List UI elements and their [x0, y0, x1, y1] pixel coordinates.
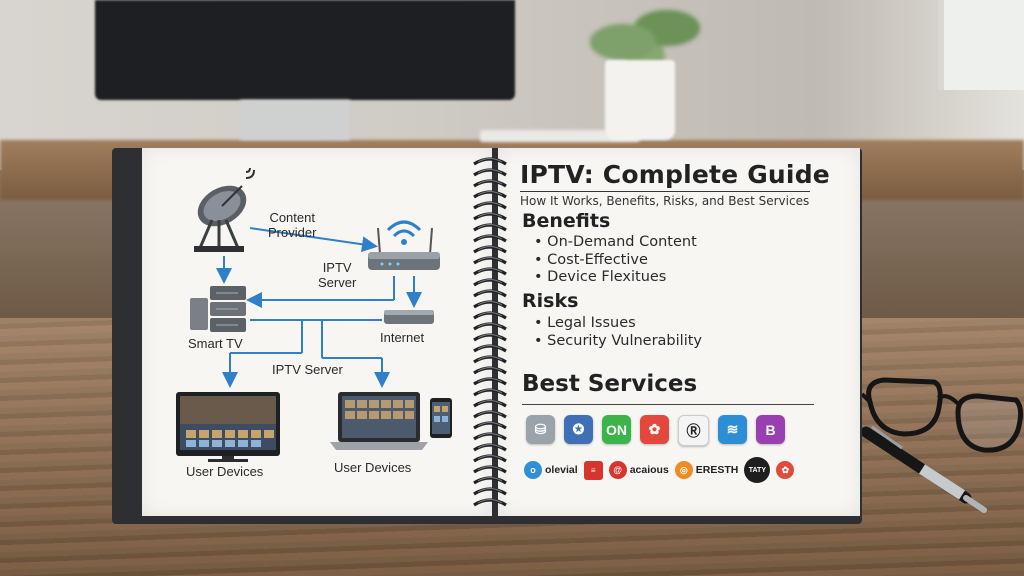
service-logo-text: acaious — [629, 464, 669, 476]
guide-title: IPTV: Complete Guide — [520, 160, 830, 189]
background-window — [938, 0, 1024, 90]
service-logo-mark-icon: TATY — [744, 457, 771, 483]
user-devices-label-left: User Devices — [186, 464, 264, 479]
background-keyboard — [480, 130, 640, 142]
spiral-ring-highlight — [477, 169, 503, 174]
spiral-ring-highlight — [477, 180, 503, 185]
smartphone-icon — [430, 398, 452, 438]
service-logo-text: ERESTH — [695, 464, 739, 476]
user-devices-label-right: User Devices — [334, 460, 412, 475]
spiral-ring-highlight — [477, 356, 503, 361]
smart-tv-label: Smart TV — [188, 336, 243, 351]
content-provider-label: Content Provider — [268, 210, 317, 240]
service-logo: ◎ERESTH — [674, 461, 739, 479]
service-logo-text: olevial — [545, 464, 578, 476]
laptop-icon — [330, 392, 428, 450]
spiral-ring-highlight — [477, 334, 503, 339]
on-icon: ON — [602, 415, 631, 444]
spiral-ring-highlight — [477, 411, 503, 416]
service-logo-mark-icon: ≡ — [583, 460, 603, 480]
spiral-notebook: Content Provider IPTV Server Smart TV In… — [112, 148, 862, 524]
spiral-ring-highlight — [477, 235, 503, 240]
spiral-ring-highlight — [477, 279, 503, 284]
benefit-item: Cost-Effective — [534, 252, 648, 268]
satellite-dish-icon — [194, 167, 255, 252]
spiral-binding — [473, 157, 507, 507]
iptv-server-label-mid: IPTV Server — [272, 362, 343, 377]
best-services-underline — [522, 404, 814, 405]
plant-leaves — [590, 0, 700, 70]
title-underline — [520, 191, 810, 192]
iptv-server-label-top: IPTV Server — [318, 260, 357, 290]
internet-box-icon — [384, 310, 434, 324]
best-services-heading: Best Services — [522, 371, 698, 397]
service-logo: TATY — [744, 457, 771, 483]
spiral-ring-highlight — [477, 422, 503, 427]
spiral-ring-highlight — [477, 499, 503, 504]
spiral-ring-highlight — [477, 246, 503, 251]
spiral-ring-highlight — [477, 301, 503, 306]
diagram-drawing — [176, 167, 452, 462]
spiral-ring-highlight — [477, 488, 503, 493]
spiral-ring-highlight — [477, 455, 503, 460]
spiral-ring-highlight — [477, 345, 503, 350]
spiral-ring-highlight — [477, 290, 503, 295]
risks-heading: Risks — [522, 290, 579, 312]
background-monitor — [95, 0, 515, 100]
benefits-heading: Benefits — [522, 210, 611, 232]
risk-item: Security Vulnerability — [534, 333, 702, 349]
spiral-ring-highlight — [477, 257, 503, 262]
internet-label: Internet — [380, 330, 425, 345]
server-stack-icon — [190, 286, 246, 332]
service-logo: ✿ — [776, 461, 795, 479]
spiral-ring-highlight — [477, 202, 503, 207]
spiral-ring-highlight — [477, 444, 503, 449]
service-logo: ≡ — [583, 460, 603, 480]
b-icon: B — [756, 415, 785, 444]
benefit-item: Device Flexitues — [534, 269, 666, 285]
guide-subtitle: How It Works, Benefits, Risks, and Best … — [520, 194, 810, 208]
spiral-ring-highlight — [477, 378, 503, 383]
service-logo: @acaious — [608, 461, 669, 479]
spiral-ring-highlight — [477, 389, 503, 394]
eyeglasses — [862, 377, 1024, 453]
risk-item: Legal Issues — [534, 315, 636, 331]
chat-icon: ≋ — [718, 415, 747, 444]
spiral-ring-highlight — [477, 224, 503, 229]
spiral-ring-highlight — [477, 433, 503, 438]
spiral-ring-highlight — [477, 323, 503, 328]
television-icon — [176, 392, 280, 462]
spiral-ring-highlight — [477, 268, 503, 273]
spiral-ring-highlight — [477, 466, 503, 471]
spiral-ring-highlight — [477, 191, 503, 196]
service-logo-mark-icon: ✿ — [776, 461, 795, 479]
spiral-ring-highlight — [477, 158, 503, 163]
r-icon: Ⓡ — [678, 415, 709, 446]
spiral-ring-highlight — [477, 312, 503, 317]
right-page: IPTV: Complete Guide How It Works, Benef… — [498, 148, 860, 516]
left-page: Content Provider IPTV Server Smart TV In… — [142, 148, 492, 516]
globe-icon: ✪ — [564, 415, 593, 444]
service-logo-mark-icon: ◎ — [674, 461, 693, 479]
wifi-router-icon — [368, 220, 440, 270]
ballpoint-pen — [862, 425, 987, 513]
iptv-diagram: Content Provider IPTV Server Smart TV In… — [142, 148, 492, 516]
benefit-item: On-Demand Content — [534, 234, 697, 250]
spiral-ring-highlight — [477, 367, 503, 372]
stack-icon: ⛁ — [526, 415, 555, 444]
flower-icon: ✿ — [640, 415, 669, 444]
service-icon-row: ⛁ ✪ ON ✿ Ⓡ ≋ B — [526, 415, 785, 446]
service-logo-mark-icon: o — [524, 461, 542, 479]
plant-pot — [605, 60, 675, 140]
spiral-ring-highlight — [477, 400, 503, 405]
monitor-stand — [240, 100, 350, 140]
service-logo-mark-icon: @ — [608, 461, 627, 479]
spiral-ring-highlight — [477, 213, 503, 218]
spiral-ring-highlight — [477, 477, 503, 482]
